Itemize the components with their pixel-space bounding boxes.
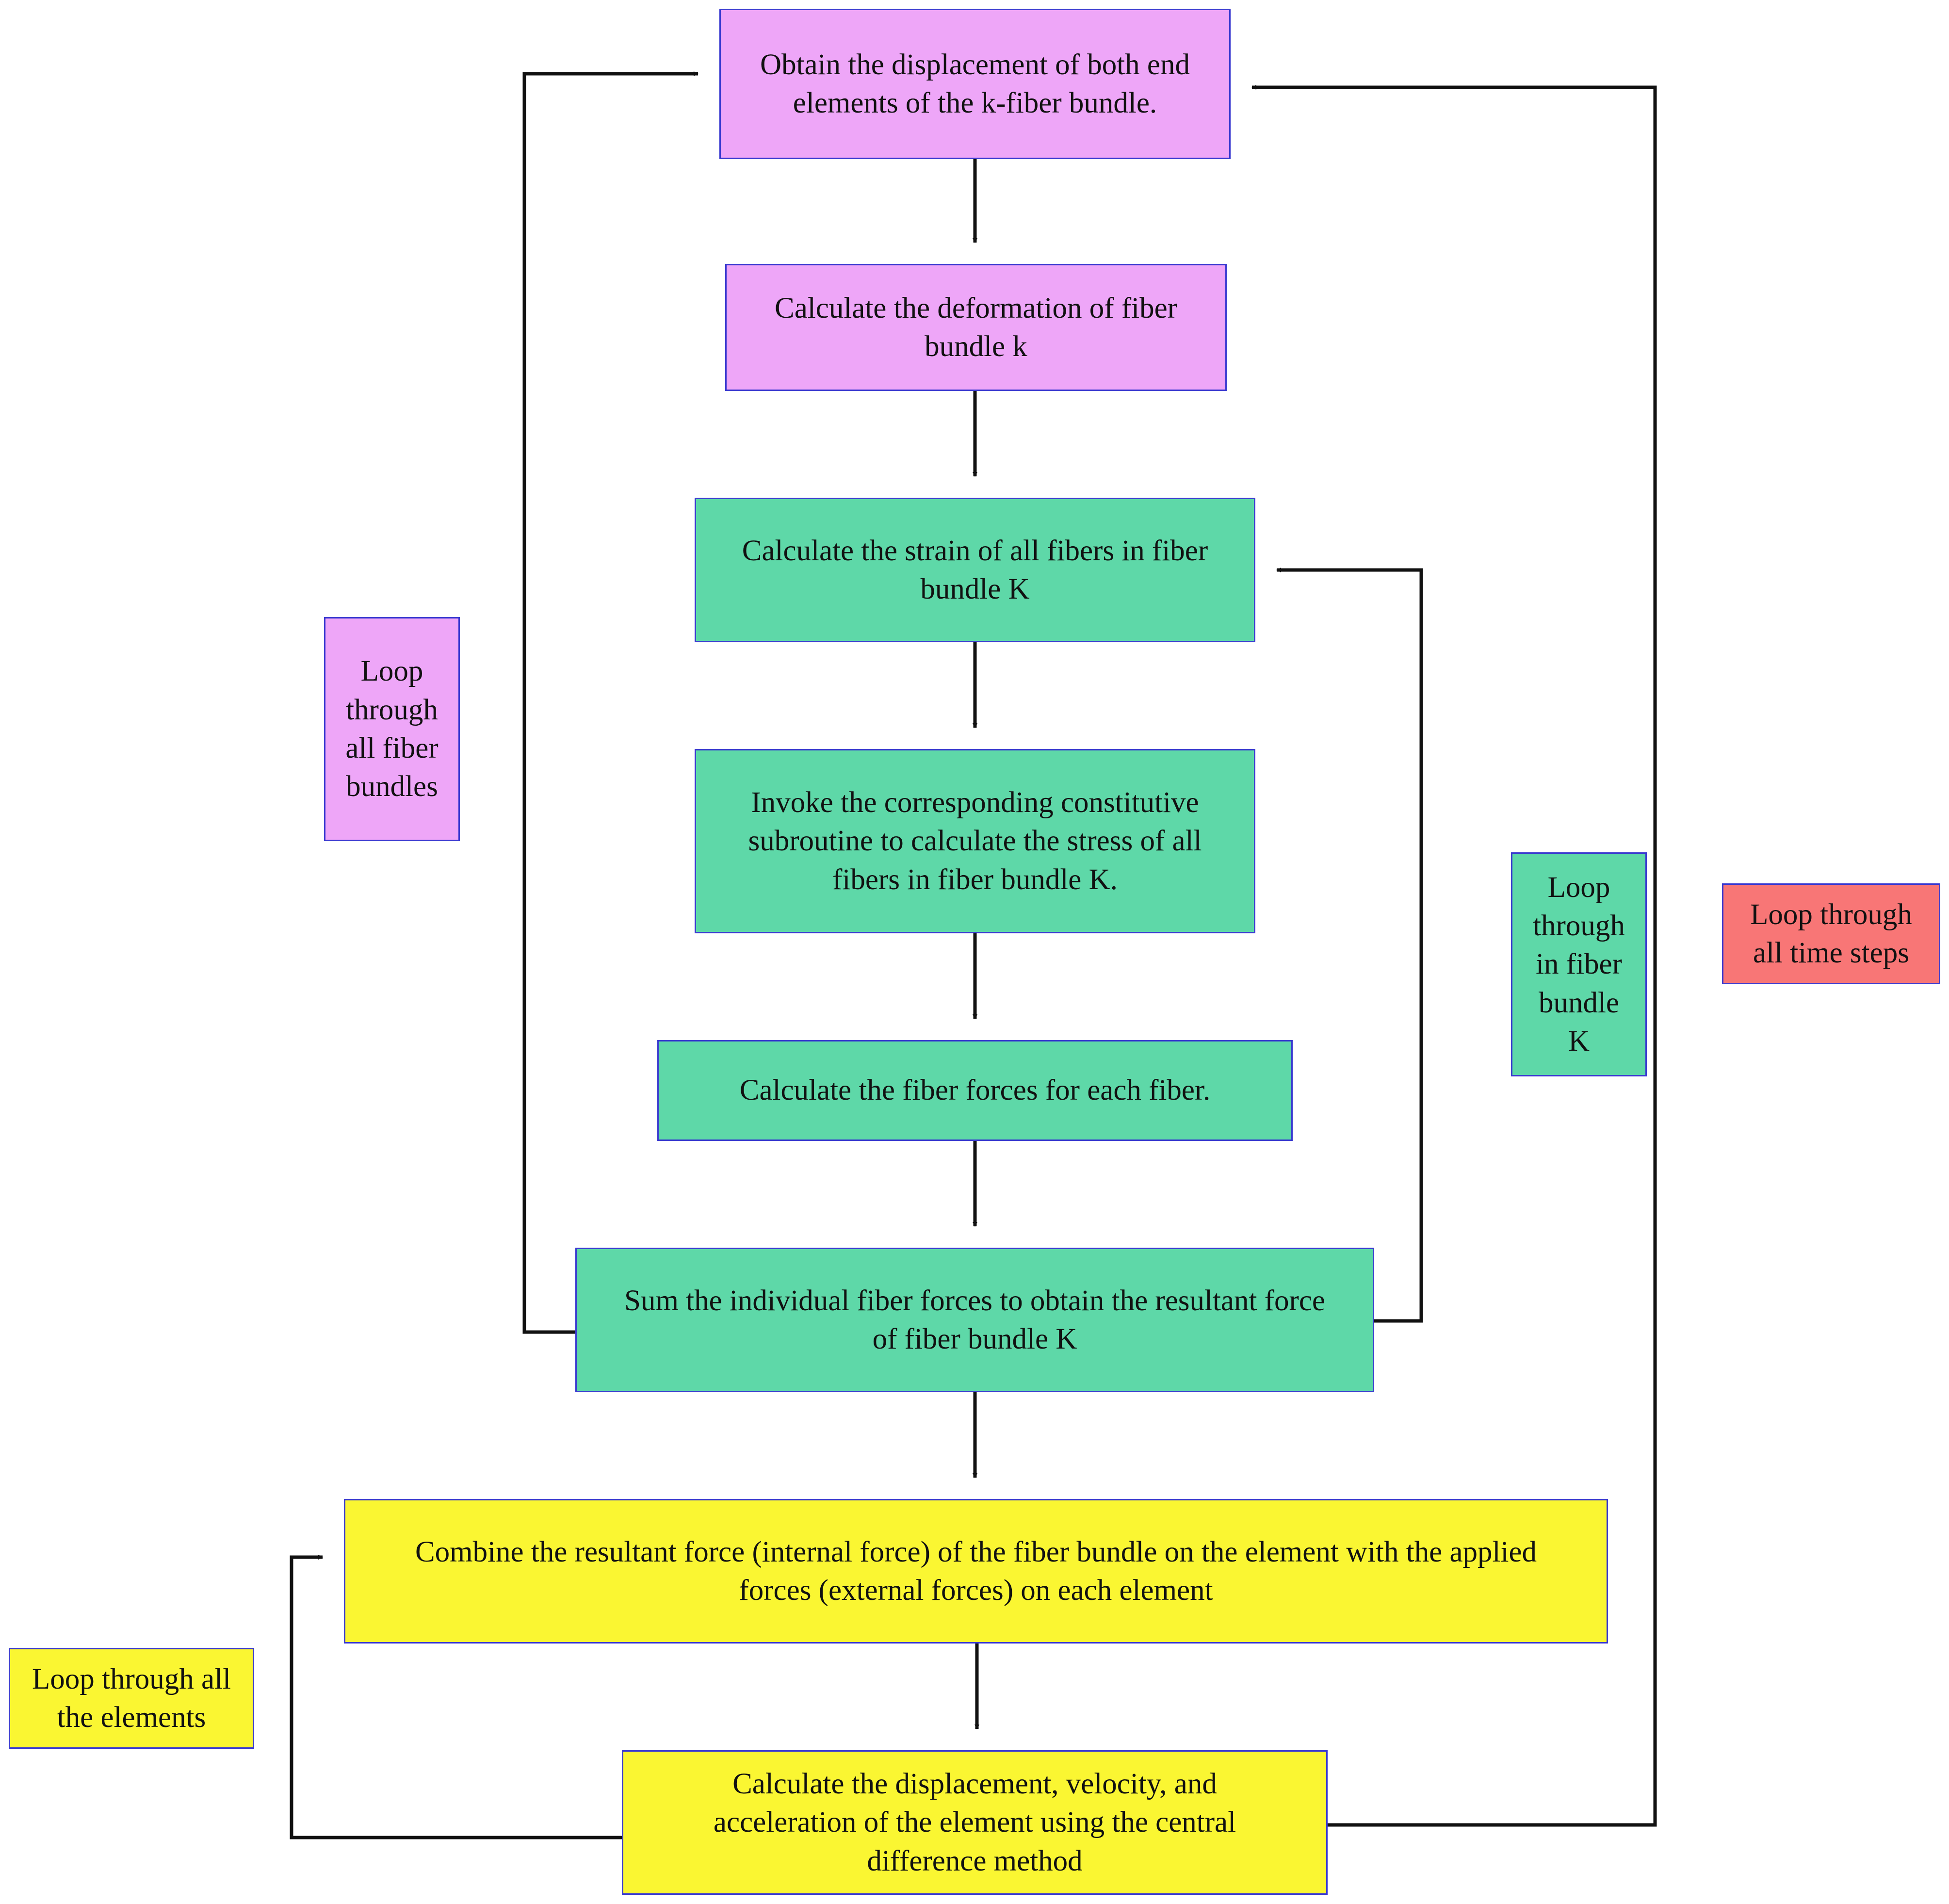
node-text-line: difference method (867, 1844, 1083, 1877)
node-sum-fiber-forces: Sum the individual fiber forces to obtai… (575, 1248, 1374, 1392)
node-combine-forces: Combine the resultant force (internal fo… (344, 1499, 1608, 1644)
node-text-line: bundle k (925, 330, 1027, 363)
label-text-line: through (1533, 910, 1625, 943)
node-text-line: Calculate the strain of all fibers in fi… (742, 534, 1208, 567)
label-text-line: Loop (1547, 871, 1610, 904)
label-text-line: Loop (360, 655, 423, 688)
node-text-line: Sum the individual fiber forces to obtai… (624, 1284, 1325, 1317)
label-text-line: all fiber (345, 732, 439, 765)
node-text-line: bundle K (920, 573, 1030, 605)
label-loop-elements: Loop through all the elements (9, 1648, 254, 1749)
node-text-line: Calculate the fiber forces for each fibe… (739, 1074, 1211, 1107)
node-calculate-fiber-forces: Calculate the fiber forces for each fibe… (657, 1040, 1293, 1141)
node-obtain-displacement: Obtain the displacement of both end elem… (719, 9, 1231, 159)
node-calculate-deformation: Calculate the deformation of fiber bundl… (725, 264, 1227, 391)
label-text-line: the elements (57, 1701, 206, 1734)
label-loop-fiber-bundles: Loop through all fiber bundles (324, 617, 460, 841)
label-loop-fiber-bundle-k: Loop through in fiber bundle K (1511, 852, 1647, 1076)
node-text-line: forces (external forces) on each element (739, 1574, 1213, 1607)
node-text-line: acceleration of the element using the ce… (713, 1806, 1236, 1839)
label-text-line: K (1568, 1025, 1590, 1058)
label-loop-time-steps: Loop through all time steps (1722, 883, 1940, 984)
node-text-line: subroutine to calculate the stress of al… (748, 825, 1202, 858)
label-text-line: bundles (346, 770, 438, 803)
node-text-line: Combine the resultant force (internal fo… (415, 1535, 1537, 1568)
node-text-line: Invoke the corresponding constitutive (751, 786, 1199, 819)
node-calculate-strain: Calculate the strain of all fibers in fi… (695, 498, 1255, 642)
label-text-line: all time steps (1753, 937, 1909, 969)
node-central-difference: Calculate the displacement, velocity, an… (622, 1750, 1328, 1895)
label-text-line: Loop through all (32, 1662, 231, 1695)
label-text-line: in fiber (1536, 948, 1622, 981)
loop-arrow-fiber-bundle-k (1276, 568, 1423, 1323)
node-text-line: Obtain the displacement of both end (760, 48, 1190, 81)
node-text-line: elements of the k-fiber bundle. (793, 87, 1157, 119)
node-text-line: Calculate the deformation of fiber (775, 292, 1177, 325)
label-text-line: through (346, 693, 438, 726)
node-text-line: of fiber bundle K (872, 1323, 1077, 1355)
node-text-line: Calculate the displacement, velocity, an… (732, 1768, 1217, 1801)
node-invoke-constitutive: Invoke the corresponding constitutive su… (695, 749, 1255, 933)
loop-arrow-fiber-bundles (522, 71, 698, 1334)
label-text-line: bundle (1538, 986, 1619, 1019)
node-text-line: fibers in fiber bundle K. (832, 863, 1118, 896)
label-text-line: Loop through (1750, 898, 1912, 931)
